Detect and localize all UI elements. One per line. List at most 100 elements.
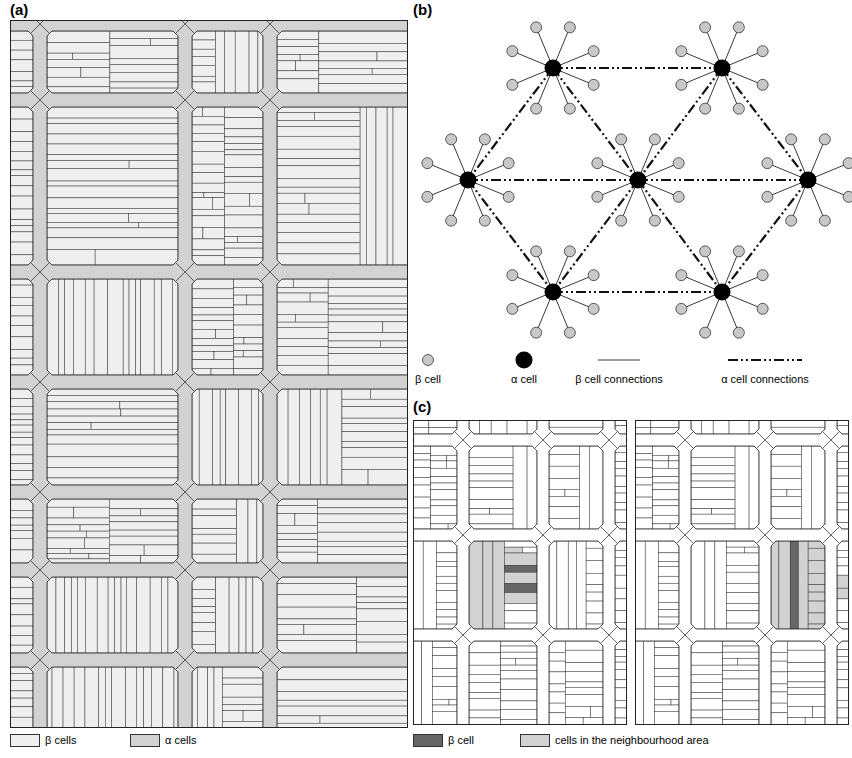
parcel-cell [328,315,408,322]
intersection-lines [757,627,773,643]
legend-label: α cell connections [721,372,809,386]
beta-cell-dot [588,79,599,90]
legend-swatch [520,734,550,747]
parcel-cell [504,603,537,610]
parcel-cell [328,354,408,366]
intersection-lines [176,20,194,33]
parcel-cell [192,227,203,238]
parcel-cell [161,577,168,653]
intersection-lines [176,483,194,501]
parcel-cell [310,389,320,485]
parcel-cell [192,173,225,183]
parcel-cell [220,389,226,485]
parcel-cell [565,694,603,706]
beta-line-sample [598,360,640,361]
parcel-cell [214,352,234,360]
parcel-cell [225,144,263,150]
parcel-cell [234,295,247,305]
parcel-cell [669,455,679,461]
drawing-part [10,389,33,485]
parcel-cell [144,667,152,728]
parcel-cell [47,531,86,538]
parcel-cell [192,76,215,82]
drawing-part [47,499,178,563]
parcel-cell [436,583,457,590]
block-outline [277,577,408,653]
intersection-lines [455,527,471,543]
block-outline [691,641,759,725]
parcel-cell [293,279,328,288]
parcel-cell [85,667,99,728]
beta-cell-dot [819,134,830,145]
neighbourhood-map [635,420,849,725]
parcel-cell [591,706,603,717]
parcel-cell [357,577,408,586]
parcel-cell [771,652,787,661]
parcel-cell [47,538,84,549]
parcel-cell [234,338,244,344]
parcel-cell [726,565,759,572]
parcel-cell [47,124,178,134]
beta-cell-dot [733,103,744,114]
drawing-part [277,499,408,563]
city-block [469,446,537,529]
block-outline [635,446,679,529]
parcel-cell [71,577,77,653]
parcel-cell [47,389,178,396]
parcel-cell [222,678,263,684]
parcel-cell [47,169,178,181]
parcel-cell [110,58,178,64]
drawing-part [615,541,627,629]
parcel-cell [327,389,342,485]
parcel-cell [413,497,431,508]
parcel-cell [837,557,849,566]
city-block [413,541,457,629]
alpha-cell-dot [545,60,562,77]
drawing-part [192,577,263,653]
parcel-cell [10,510,33,518]
block-outline [837,446,849,529]
parcel-cell [808,541,825,548]
block-outline [192,31,263,93]
parcel-cell [10,406,33,414]
parcel-cell [192,543,237,554]
block-outline [277,499,408,563]
drawing-part [277,107,408,265]
drawing-part [635,446,679,529]
city-block [615,541,627,629]
drawing-part [413,446,457,529]
parcel-cell [436,553,457,561]
block-outline [10,667,33,728]
parcel-cell [319,74,408,83]
parcel-cell [691,641,723,653]
parcel-cell [586,592,603,601]
intersection-lines [176,263,194,281]
block-outline [10,577,33,653]
parcel-cell [10,72,33,81]
drawing-part [635,641,679,725]
road-ground [10,20,408,728]
parcel-cell [583,718,603,725]
parcel-cell [10,176,33,186]
parcel-cell [735,446,749,529]
block-outline [47,499,178,563]
parcel-cell [801,446,811,529]
parcel-cell [501,646,537,652]
parcel-cell [469,500,513,509]
parcel-cell [615,650,627,657]
intersection-lines [31,263,49,281]
parcel-cell [70,548,109,553]
parcel-cell [141,509,178,516]
city-block [771,446,825,529]
parcel-cell [549,518,579,529]
parcel-cell [10,132,33,142]
beta-cell-dot [507,79,518,90]
parcel-cell [691,653,723,665]
parcel-cell [653,477,679,483]
parcel-cell [10,414,33,420]
drawing-part [47,107,178,265]
parcel-cell [501,658,516,665]
parcel-cell [56,577,65,653]
beta-cell-dot [757,270,768,281]
parcel-cell [208,667,214,728]
